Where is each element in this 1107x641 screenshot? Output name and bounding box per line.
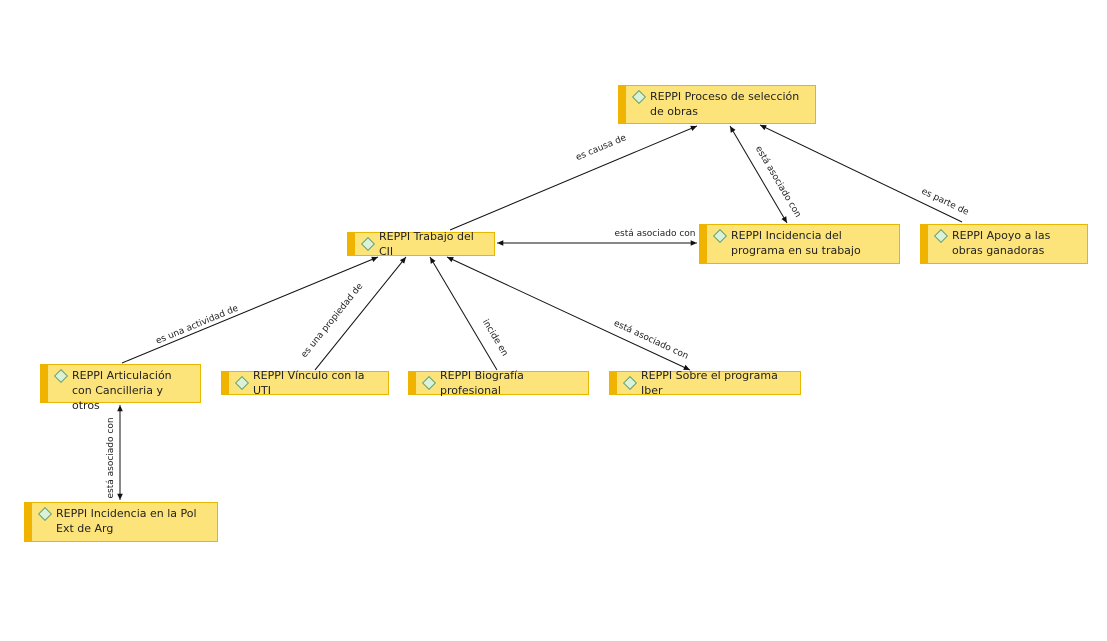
edge-label-articulacion-pol: está asociado con [106,417,116,498]
node-proceso-seleccion[interactable]: REPPI Proceso de selección de obras [618,85,816,124]
node-incidencia-programa[interactable]: REPPI Incidencia del programa en su trab… [699,224,900,264]
node-vinculo-uti[interactable]: REPPI Vínculo con la UTI [221,369,389,397]
diamond-icon [37,506,53,522]
diamond-icon [933,228,949,244]
node-label: REPPI Articulación con Cancilleria y otr… [72,369,172,412]
node-label: REPPI Vínculo con la UTI [253,369,365,397]
edge-label-sobre-trabajo: está asociado con [612,319,690,362]
node-articulacion-cancilleria[interactable]: REPPI Articulación con Cancilleria y otr… [40,364,201,412]
edge-articulacion-trabajo [121,256,379,364]
node-sobre-programa-iber[interactable]: REPPI Sobre el programa Iber [609,369,801,397]
node-label: REPPI Apoyo a las obras ganadoras [952,229,1051,257]
node-label: REPPI Incidencia del programa en su trab… [731,229,861,257]
diamond-icon [234,375,250,391]
diamond-icon [53,368,69,384]
edge-apoyo-proceso [759,124,963,223]
diamond-icon [421,375,437,391]
node-label: REPPI Sobre el programa Iber [641,369,778,397]
node-trabajo-cii[interactable]: REPPI Trabajo del CII [347,230,495,258]
edge-vinculo-trabajo [314,256,407,371]
node-label: REPPI Biografía profesional [440,369,524,397]
edge-label-biografia-trabajo: incide en [480,318,510,358]
edge-trabajo-proceso [449,125,698,231]
node-biografia-profesional[interactable]: REPPI Biografía profesional [408,369,589,397]
diamond-icon [360,236,376,252]
edge-label-incidencia-proceso: está asociado con [753,145,803,220]
diamond-icon [622,375,638,391]
edge-label-apoyo-proceso: es parte de [920,187,971,218]
edge-incidencia-proceso [729,125,788,224]
node-label: REPPI Proceso de selección de obras [650,90,800,118]
edge-sobre-trabajo [446,256,691,371]
diamond-icon [631,89,647,105]
node-apoyo-obras[interactable]: REPPI Apoyo a las obras ganadoras [920,224,1088,264]
edge-biografia-trabajo [429,256,498,371]
edge-label-trabajo-incidencia: está asociado con [614,229,695,239]
node-incidencia-pol-ext[interactable]: REPPI Incidencia en la Pol Ext de Arg [24,502,218,542]
node-label: REPPI Incidencia en la Pol Ext de Arg [56,507,197,535]
edge-label-articulacion-trabajo: es una actividad de [155,303,241,346]
diamond-icon [712,228,728,244]
node-label: REPPI Trabajo del CII [379,230,474,258]
